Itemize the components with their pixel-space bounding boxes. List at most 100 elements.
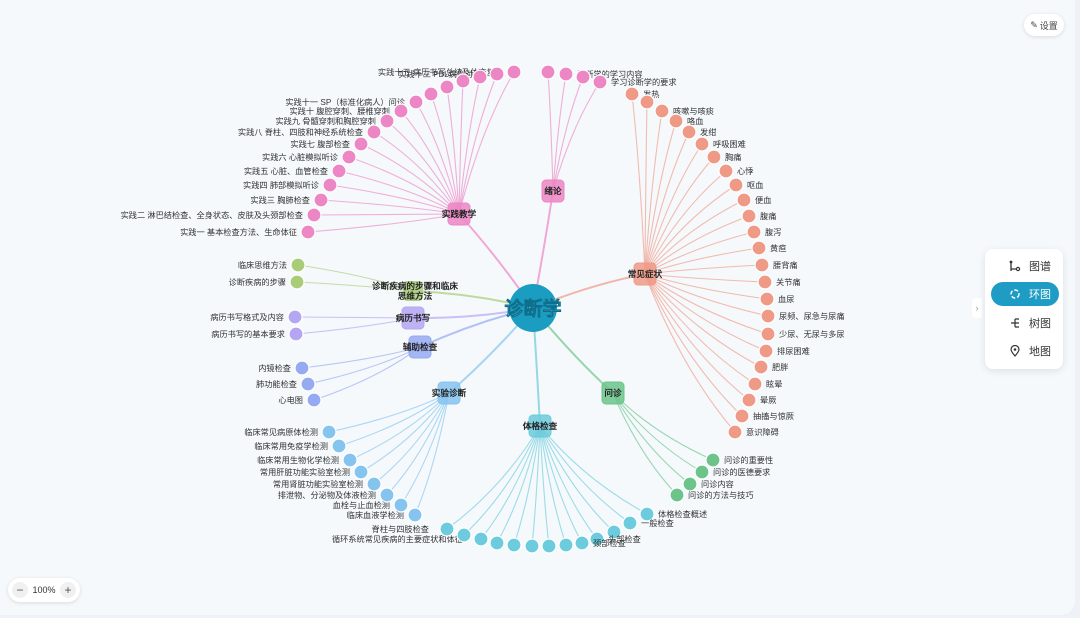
leaf-node[interactable]	[506, 537, 522, 553]
leaf-node[interactable]: 脊柱与四肢检查	[372, 521, 455, 537]
leaf-dot[interactable]	[379, 487, 395, 503]
leaf-dot[interactable]	[473, 531, 489, 547]
leaf-dot[interactable]	[706, 149, 722, 165]
zoom-in-button[interactable]: +	[60, 582, 76, 598]
leaf-node[interactable]: 诊断疾病的步骤	[229, 274, 305, 290]
leaf-dot[interactable]	[592, 74, 608, 90]
leaf-node[interactable]: 临床血液学检测	[347, 507, 423, 523]
leaf-dot[interactable]	[313, 192, 329, 208]
leaf-dot[interactable]	[540, 64, 556, 80]
leaf-node[interactable]: 问诊的医德要求	[694, 464, 770, 480]
leaf-dot[interactable]	[306, 207, 322, 223]
leaf-node[interactable]: 腹痛	[741, 208, 776, 224]
leaf-node[interactable]: 实践十 腹腔穿刺、腰椎穿刺	[289, 103, 409, 119]
leaf-dot[interactable]	[757, 274, 773, 290]
leaf-node[interactable]	[439, 79, 455, 95]
leaf-node[interactable]: 学习诊断学的要求	[592, 74, 677, 90]
leaf-dot[interactable]	[541, 538, 557, 554]
leaf-node[interactable]: 头部检查	[589, 531, 641, 547]
leaf-dot[interactable]	[760, 326, 776, 342]
leaf-node[interactable]	[472, 69, 488, 85]
leaf-dot[interactable]	[331, 438, 347, 454]
leaf-node[interactable]: 体格检查概述	[639, 506, 707, 522]
leaf-node[interactable]: 颈部检查	[574, 535, 626, 551]
leaf-node[interactable]	[423, 86, 439, 102]
leaf-node[interactable]: 实践七 腹部检查	[290, 136, 369, 152]
leaf-dot[interactable]	[753, 359, 769, 375]
leaf-dot[interactable]	[751, 240, 767, 256]
leaf-dot[interactable]	[353, 136, 369, 152]
leaf-dot[interactable]	[366, 124, 382, 140]
branch-box[interactable]	[633, 262, 657, 286]
leaf-dot[interactable]	[741, 392, 757, 408]
leaf-node[interactable]: 问诊内容	[682, 476, 734, 492]
leaf-dot[interactable]	[439, 79, 455, 95]
leaf-node[interactable]: 实践一 基本检查方法、生命体征	[180, 224, 316, 240]
leaf-node[interactable]: 临床思维方法	[238, 257, 306, 273]
leaf-node[interactable]: 临床常用生物化学检测	[257, 452, 358, 468]
branch-node[interactable]: 病历书写	[396, 306, 431, 330]
leaf-dot[interactable]	[759, 291, 775, 307]
leaf-node[interactable]: 尿频、尿急与尿痛	[760, 308, 845, 324]
branch-box[interactable]	[403, 281, 423, 301]
leaf-node[interactable]: 实践十三 PBL病例讨论2	[398, 66, 505, 82]
leaf-dot[interactable]	[341, 149, 357, 165]
leaf-dot[interactable]	[589, 531, 605, 547]
leaf-node[interactable]: 病历书写格式及内容	[210, 309, 303, 325]
leaf-dot[interactable]	[718, 163, 734, 179]
leaf-dot[interactable]	[574, 535, 590, 551]
leaf-dot[interactable]	[558, 537, 574, 553]
leaf-node[interactable]: 病历书写的基本要求	[211, 326, 304, 342]
leaf-dot[interactable]	[747, 376, 763, 392]
branch-box[interactable]	[601, 381, 625, 405]
leaf-dot[interactable]	[760, 308, 776, 324]
branch-node[interactable]: 辅助检查	[403, 335, 438, 359]
leaf-node[interactable]	[575, 69, 591, 85]
leaf-dot[interactable]	[624, 86, 640, 102]
leaf-node[interactable]: 咯血	[668, 113, 703, 129]
leaf-node[interactable]: 循环系统常见疾病的主要症状和体征	[332, 531, 489, 547]
leaf-node[interactable]: 肥胖	[753, 359, 788, 375]
settings-button[interactable]: ✎ 设置	[1024, 14, 1064, 36]
leaf-node[interactable]: 临床常用免疫学检测	[254, 438, 347, 454]
leaf-dot[interactable]	[455, 73, 471, 89]
leaf-dot[interactable]	[322, 177, 338, 193]
branch-node[interactable]: 实践教学	[442, 202, 477, 226]
leaf-node[interactable]: 呕血	[728, 177, 763, 193]
leaf-dot[interactable]	[300, 224, 316, 240]
leaf-node[interactable]: 血尿	[759, 291, 794, 307]
leaf-dot[interactable]	[393, 497, 409, 513]
branch-box[interactable]	[447, 202, 471, 226]
leaf-node[interactable]: 问诊的方法与技巧	[669, 487, 754, 503]
leaf-dot[interactable]	[489, 66, 505, 82]
leaf-dot[interactable]	[456, 527, 472, 543]
leaf-node[interactable]: 排泄物、分泌物及体液检测	[278, 487, 395, 503]
leaf-node[interactable]: 咳嗽与咳痰	[654, 103, 714, 119]
leaf-dot[interactable]	[408, 94, 424, 110]
branch-node[interactable]: 绪论	[541, 179, 565, 203]
leaf-dot[interactable]	[639, 94, 655, 110]
leaf-node[interactable]: 实践八 脊柱、四肢和神经系统检查	[238, 124, 382, 140]
leaf-dot[interactable]	[668, 113, 684, 129]
leaf-node[interactable]: 实践十一 SP（标准化病人）问诊	[285, 94, 424, 110]
leaf-node[interactable]: 关节痛	[757, 274, 801, 290]
leaf-dot[interactable]	[353, 464, 369, 480]
leaf-node[interactable]: 内镜检查	[258, 360, 310, 376]
leaf-node[interactable]: 排尿困难	[758, 343, 810, 359]
leaf-dot[interactable]	[758, 343, 774, 359]
leaf-dot[interactable]	[306, 392, 322, 408]
leaf-dot[interactable]	[288, 326, 304, 342]
leaf-node[interactable]: 一般检查	[622, 515, 674, 531]
leaf-node[interactable]: 实践四 肺部模拟听诊	[243, 177, 338, 193]
leaf-dot[interactable]	[558, 66, 574, 82]
leaf-dot[interactable]	[622, 515, 638, 531]
leaf-node[interactable]: 腹泻	[746, 224, 781, 240]
leaf-dot[interactable]	[407, 507, 423, 523]
leaf-dot[interactable]	[423, 86, 439, 102]
leaf-dot[interactable]	[754, 257, 770, 273]
leaf-dot[interactable]	[746, 224, 762, 240]
leaf-dot[interactable]	[734, 408, 750, 424]
leaf-node[interactable]: 心悸	[718, 163, 753, 179]
view-mode-tree[interactable]: 树图	[991, 311, 1059, 335]
